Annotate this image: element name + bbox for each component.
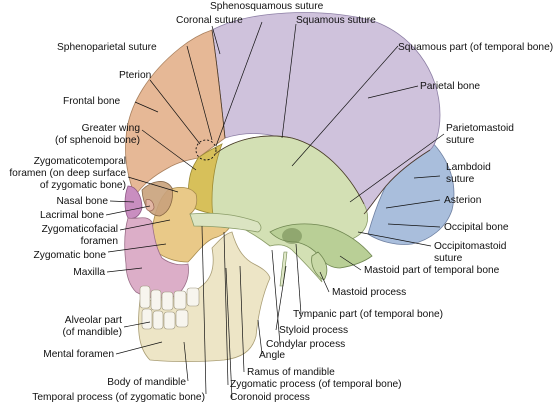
label-coronal-suture: Coronal suture (176, 15, 243, 26)
label-occipital-bone: Occipital bone (444, 222, 509, 233)
label-lacrimal-bone: Lacrimal bone (40, 210, 104, 221)
external-acoustic-meatus (282, 228, 302, 244)
label-zygomatic-bone: Zygomatic bone (34, 250, 107, 261)
label-pterion: Pterion (119, 70, 151, 81)
mastoid-process (311, 251, 328, 281)
label-temporal-process-zygomatic: Temporal process (of zygomatic bone) (32, 392, 205, 403)
label-maxilla: Maxilla (73, 267, 105, 278)
label-sphenoparietal-suture: Sphenoparietal suture (57, 42, 157, 53)
pterion-marker (195, 139, 217, 161)
maxilla-region (124, 217, 189, 299)
label-sphenosquamous-suture: Sphenosquamous suture (210, 1, 324, 12)
label-lambdoid: Lambdoid (446, 162, 491, 173)
label-body-of-mandible: Body of mandible (107, 377, 186, 388)
label-tympanic-part: Tympanic part (of temporal bone) (293, 309, 443, 320)
label-alveolar-part-2: (of mandible) (63, 327, 122, 338)
label-zygomaticotemporal-3: of zygomatic bone) (40, 180, 126, 191)
label-occipitomastoid: Occipitomastoid (434, 241, 507, 252)
label-alveolar-part: Alveolar part (65, 315, 122, 326)
label-lambdoid-2: suture (446, 174, 475, 185)
squamous-suture-line (213, 135, 365, 205)
label-condylar-process: Condylar process (266, 339, 345, 350)
label-ramus-of-mandible: Ramus of mandible (247, 367, 335, 378)
label-zygomaticofacial: Zygomaticofacial (42, 224, 118, 235)
label-greater-wing: Greater wing (82, 123, 141, 134)
label-coronoid-process: Coronoid process (230, 392, 310, 403)
label-zygomatic-process-temporal: Zygomatic process (of temporal bone) (230, 379, 402, 390)
label-asterion: Asterion (444, 195, 481, 206)
zygomatic-bone-region (151, 186, 233, 263)
label-parietal-bone: Parietal bone (420, 81, 480, 92)
label-zygomaticofacial-2: foramen (81, 236, 118, 247)
label-mental-foramen: Mental foramen (43, 349, 114, 360)
label-parietomastoid-2: suture (446, 135, 475, 146)
leader-lines (105, 21, 445, 399)
coronal-suture-line (211, 29, 226, 139)
label-angle: Angle (259, 350, 285, 361)
label-squamous-part-temporal: Squamous part (of temporal bone) (398, 42, 553, 53)
lambdoid-suture-line (363, 149, 431, 215)
label-frontal-bone: Frontal bone (63, 96, 121, 107)
label-zygomaticotemporal-2: foramen (on deep surface (9, 168, 126, 179)
label-parietomastoid: Parietomastoid (446, 123, 514, 134)
label-squamous-suture: Squamous suture (296, 15, 376, 26)
label-mastoid-process: Mastoid process (332, 287, 406, 298)
teeth-group (139, 285, 200, 330)
label-mastoid-part-temporal: Mastoid part of temporal bone (364, 265, 500, 276)
label-nasal-bone: Nasal bone (56, 196, 108, 207)
lacrimal-bone-region (145, 199, 155, 212)
label-zygomaticotemporal: Zygomaticotemporal (34, 156, 126, 167)
label-styloid-process: Styloid process (279, 325, 348, 336)
label-occipitomastoid-2: suture (434, 253, 463, 264)
zygomatic-arch (189, 212, 262, 233)
label-greater-wing-2: (of sphenoid bone) (55, 135, 140, 146)
